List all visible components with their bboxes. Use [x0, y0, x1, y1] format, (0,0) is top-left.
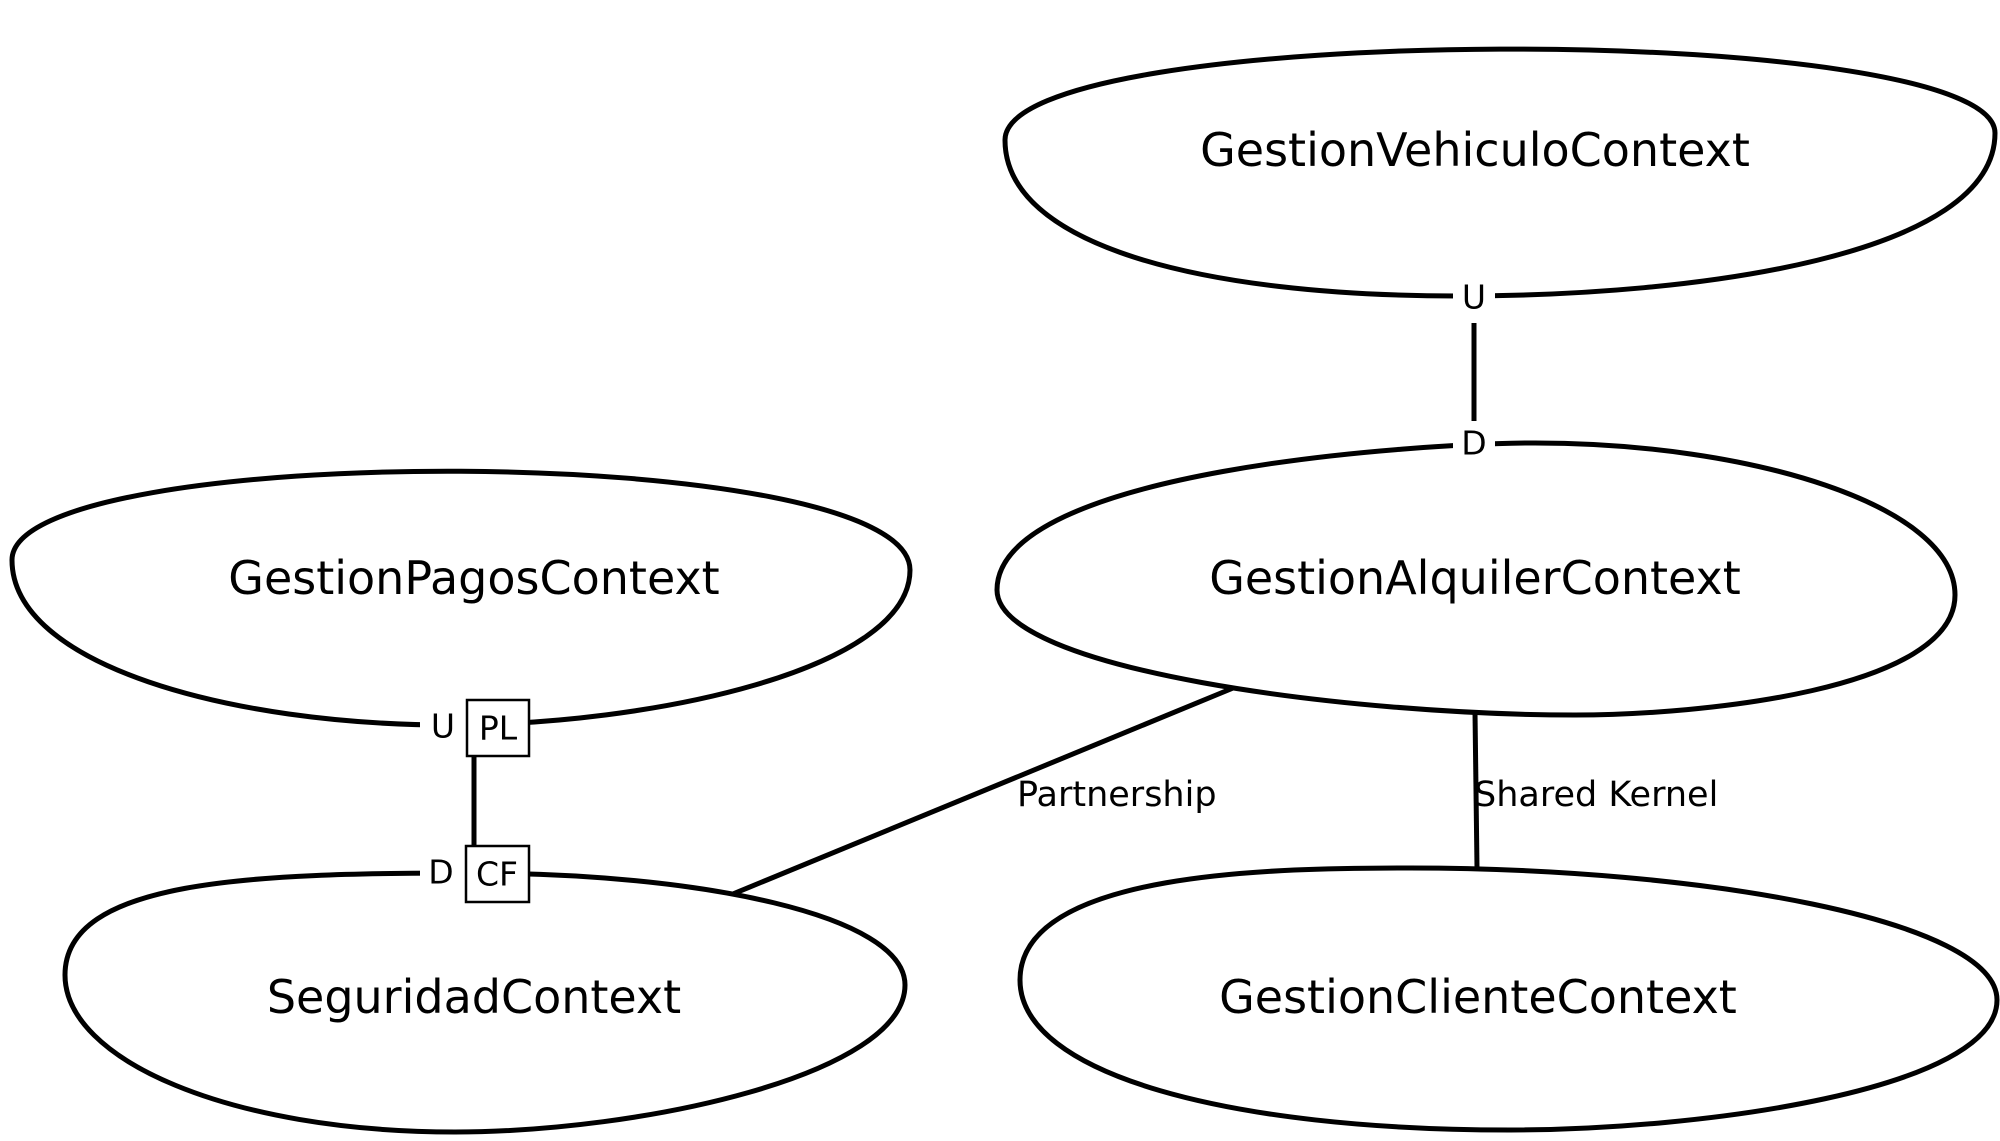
shared-kernel-label: Shared Kernel: [1474, 775, 1718, 815]
published-language-box: [465, 698, 531, 758]
upstream-role-label: U: [431, 707, 455, 746]
role-background: [420, 703, 470, 749]
context-ellipse: [62, 870, 908, 1135]
role-background: [420, 848, 470, 894]
context-title: GestionClienteContext: [1219, 970, 1737, 1024]
context-seguridad[interactable]: SeguridadContext: [62, 870, 908, 1135]
context-ellipse: [994, 440, 1958, 718]
shared-kernel-connector: [1472, 711, 1480, 869]
context-ellipse: [1017, 865, 2000, 1133]
context-ellipse: [9, 468, 913, 728]
downstream-role-label: D: [1461, 424, 1486, 463]
context-title: GestionVehiculoContext: [1200, 123, 1750, 177]
role-background: [1453, 421, 1495, 465]
role-background: [1453, 275, 1495, 319]
context-gestion-cliente[interactable]: GestionClienteContext: [1017, 865, 2000, 1133]
conformist-label: CF: [476, 855, 518, 894]
conformist-box: [464, 844, 531, 904]
downstream-role-label: D: [428, 853, 453, 892]
context-ellipse: [1002, 46, 1998, 299]
upstream-role-label: U: [1462, 278, 1486, 317]
published-language-label: PL: [479, 709, 518, 748]
partnership-connector: [727, 683, 1239, 899]
partnership-label: Partnership: [1017, 775, 1217, 815]
context-title: GestionPagosContext: [228, 551, 719, 605]
context-gestion-alquiler[interactable]: GestionAlquilerContext: [994, 440, 1958, 718]
context-title: GestionAlquilerContext: [1209, 551, 1741, 605]
context-gestion-pagos[interactable]: GestionPagosContext: [9, 468, 913, 728]
context-title: SeguridadContext: [267, 970, 681, 1024]
context-gestion-vehiculo[interactable]: GestionVehiculoContext: [1002, 46, 1998, 299]
